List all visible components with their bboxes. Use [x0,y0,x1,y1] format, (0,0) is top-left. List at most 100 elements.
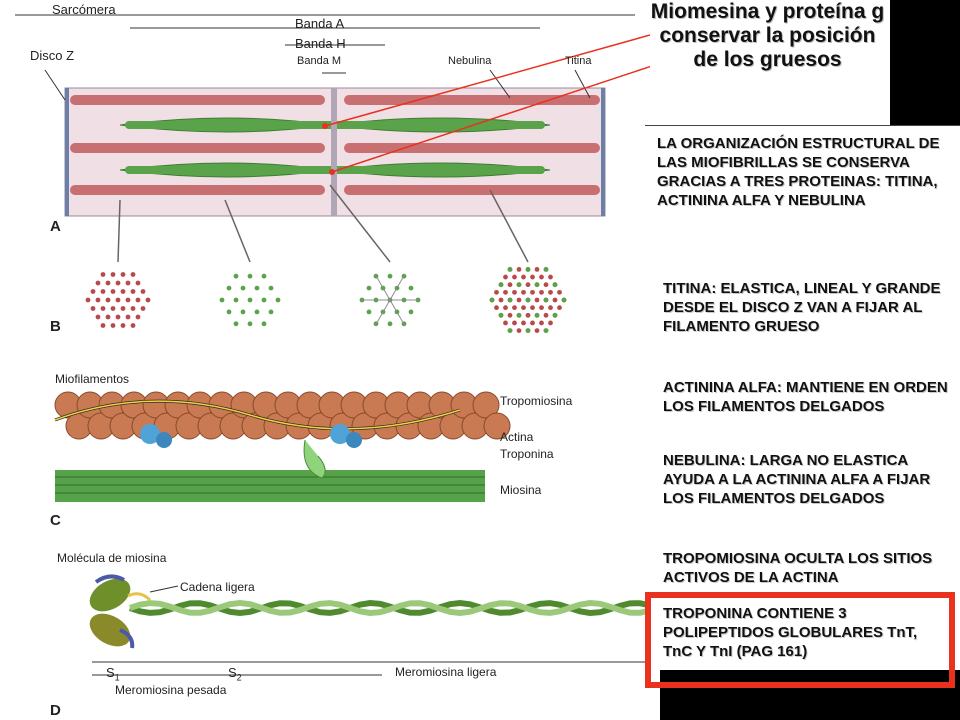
cross-section-dot [85,297,91,303]
thin-filament-left [70,185,325,195]
cross-section-dot [408,309,414,315]
cross-section-dot [498,297,504,303]
letter-a: A [50,218,61,235]
label-banda-a: Banda A [295,16,345,31]
cross-section-dot [516,297,522,303]
label-titina: Titina [565,55,592,67]
lattice-line [374,273,406,327]
miosina-bar [55,470,485,502]
cadena-ligera-pointer [149,585,179,593]
label-miosina: Miosina [500,483,542,497]
cross-section-dot [539,289,544,295]
cross-section-dot [120,323,126,328]
thin-filament-left [70,143,325,153]
cross-section-dot [503,305,508,311]
cross-section-dot [247,297,253,303]
cross-section-dot [387,321,393,327]
actin-bead [483,412,511,440]
cross-section-dot [110,323,116,328]
cross-section-dot [254,285,260,291]
light-chain [94,574,125,584]
label-meromiosina-pesada: Meromiosina pesada [115,683,227,697]
label-nebulina: Nebulina [448,55,492,67]
cross-section-dot [521,305,526,311]
cross-section-dot [145,297,151,303]
cross-section-dot [120,289,126,294]
cross-section-dot [140,306,146,311]
myosin-head-lower [89,613,131,647]
myosin-tail-strand [129,599,650,617]
cross-section-dot [525,282,531,288]
s2-subscript: 2 [236,672,242,683]
cross-section-dot [525,312,531,318]
cross-section-dot [387,273,393,279]
tropomyosin-strand-highlight [54,400,461,430]
muscle-figure [15,14,650,676]
troponin-subunit [346,432,362,448]
cross-section-dot [503,274,508,280]
cross-section-dot [100,272,106,277]
label-cadena-ligera: Cadena ligera [180,580,255,594]
cross-section-dot [130,306,136,311]
cross-section-dot [125,314,131,320]
s1-subscript: 1 [114,672,120,683]
cross-section-dot [115,314,121,320]
disco-z-pointer [44,69,66,101]
cross-section-dot [525,267,531,272]
cross-section-dot [95,297,101,303]
label-tropomiosina: Tropomiosina [500,394,573,408]
thin-filament-left [70,95,325,105]
cross-section-dot [130,323,136,328]
cross-section-dot [268,285,274,291]
cross-section-dot [233,297,239,303]
cross-section-dot [110,289,116,294]
pointer-dot-2 [329,169,335,175]
myosin-head [303,439,326,479]
label-s2: S2 [228,665,242,683]
cross-section-dot [543,328,549,333]
cross-section-dot [557,305,562,311]
cross-section-dot [534,282,540,288]
cross-section-dot [534,312,540,318]
cross-section-dot [498,312,504,318]
label-sarcomera: Sarcómera [52,2,116,17]
cross-section-dot [561,297,567,303]
thin-filaments [70,95,600,195]
cross-section-patterns [85,267,567,333]
cross-section-dot [100,323,106,328]
cross-section-dot [525,297,531,303]
cross-section-dot [548,274,553,280]
label-actina: Actina [500,430,534,444]
cross-section-dot [226,285,232,291]
cross-section-dot [115,280,121,286]
cross-section-dot [233,321,239,327]
paragraph-nebulina: NEBULINA: LARGA NO ELASTICA AYUDA A LA A… [663,452,931,507]
miomesina-pointer-2 [331,65,650,173]
cross-section-dot [135,297,141,303]
black-block-bottom [660,670,960,720]
letter-d: D [50,702,61,719]
cross-section-dot [125,280,131,286]
cross-section-dot [521,320,526,326]
cross-section-dot [539,305,544,311]
s1-text: S [106,665,115,680]
cross-section-dot [110,272,116,277]
cross-section-dot [507,282,513,288]
cross-section-dot [539,320,544,326]
cross-section-dot [130,272,136,277]
cross-section-dot [408,285,414,291]
cross-section-dot [140,289,146,294]
slide-title: Miomesina y proteína g conservar la posi… [650,0,885,71]
cross-section-dot [261,321,267,327]
cross-section-dot [240,309,246,315]
cross-section-dot [534,267,540,272]
cross-section-dot [135,314,141,320]
cross-section-dot [233,273,239,279]
thin-filament-right [344,185,600,195]
letter-c: C [50,512,61,529]
pointer-dot-1 [322,123,328,129]
cross-section-dot [507,297,513,303]
myosin-stripes [55,476,485,494]
cross-section-dot [548,320,553,326]
cross-section-dot [516,328,522,333]
